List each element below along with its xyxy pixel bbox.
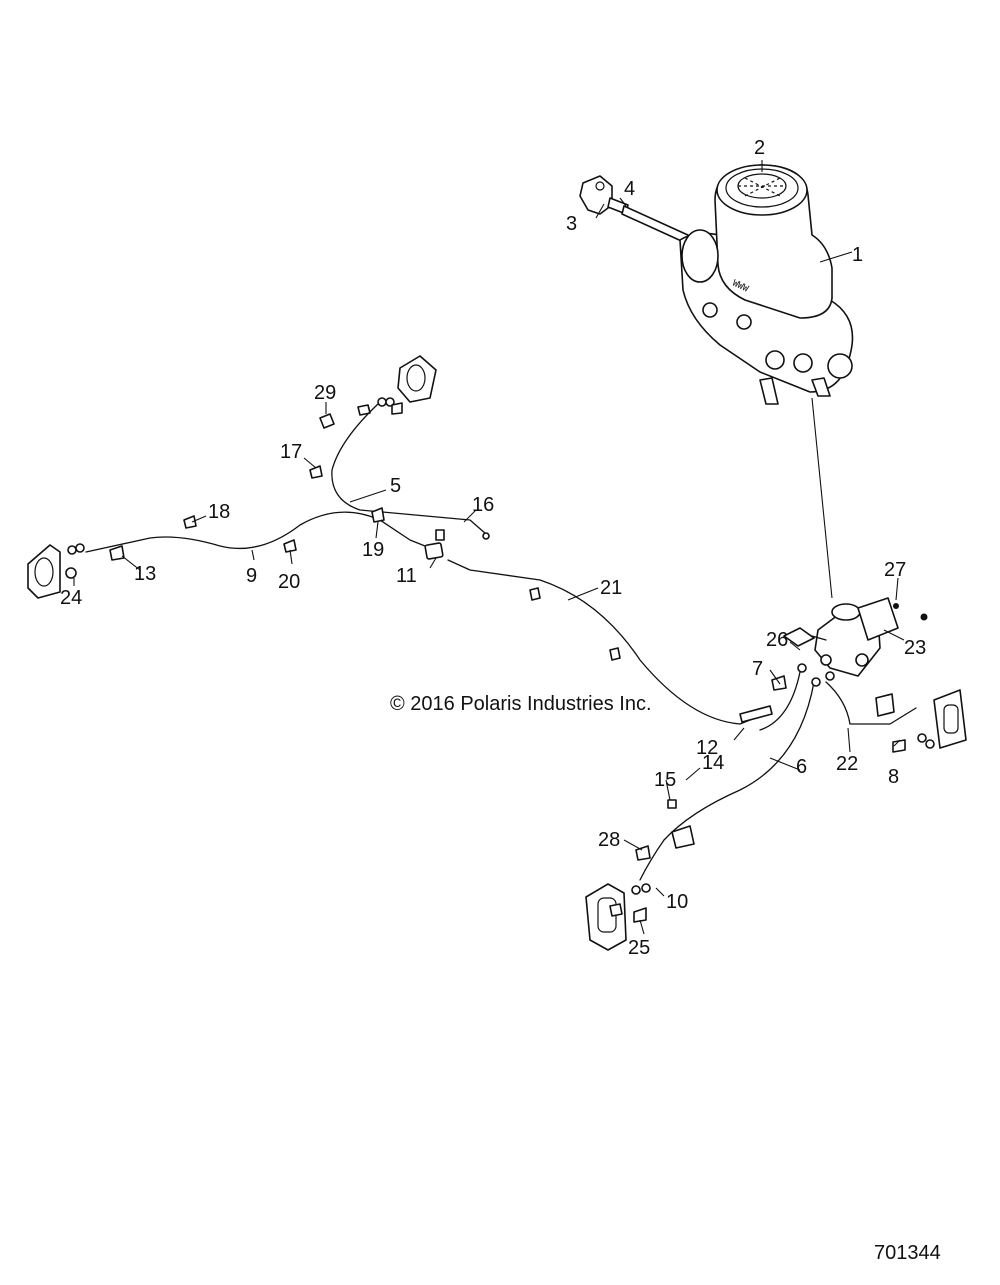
callout-24: 24 xyxy=(60,587,82,609)
callout-4: 4 xyxy=(624,178,635,200)
figure-number: 701344 xyxy=(874,1242,941,1264)
brake-lines xyxy=(85,403,917,881)
caliper-right xyxy=(892,689,967,753)
callout-21: 21 xyxy=(600,577,622,599)
callout-14: 14 xyxy=(702,752,724,774)
callout-26: 26 xyxy=(766,629,788,651)
callout-23: 23 xyxy=(904,637,926,659)
caliper-rear-upper xyxy=(357,355,437,416)
callout-16: 16 xyxy=(472,494,494,516)
callout-6: 6 xyxy=(796,756,807,778)
callout-12: 12 xyxy=(696,737,718,759)
callout-22: 22 xyxy=(836,753,858,775)
callout-19: 19 xyxy=(362,539,384,561)
callout-27: 27 xyxy=(884,559,906,581)
callout-5: 5 xyxy=(390,475,401,497)
callout-leaders xyxy=(73,160,905,935)
callout-3: 3 xyxy=(566,213,577,235)
callout-17: 17 xyxy=(280,441,302,463)
caliper-rear-lower xyxy=(585,883,651,951)
copyright-notice: © 2016 Polaris Industries Inc. xyxy=(390,693,652,715)
callout-labels: 1 2 3 4 5 6 7 8 9 10 11 12 13 14 15 16 1… xyxy=(60,137,926,959)
callout-25: 25 xyxy=(628,937,650,959)
leader-line xyxy=(811,397,833,599)
callout-1: 1 xyxy=(852,244,863,266)
callout-10: 10 xyxy=(666,891,688,913)
callout-15: 15 xyxy=(654,769,676,791)
callout-11: 11 xyxy=(396,565,417,587)
caliper-left xyxy=(27,543,85,599)
callout-28: 28 xyxy=(598,829,620,851)
callout-18: 18 xyxy=(208,501,230,523)
master-cylinder: WWW xyxy=(579,164,854,405)
proportioning-valve xyxy=(783,597,928,677)
hardware xyxy=(183,413,787,917)
callout-29: 29 xyxy=(314,382,336,404)
callout-9: 9 xyxy=(246,565,257,587)
callout-2: 2 xyxy=(754,137,765,159)
callout-7: 7 xyxy=(752,658,763,680)
callout-13: 13 xyxy=(134,563,156,585)
callout-20: 20 xyxy=(278,571,300,593)
callout-8: 8 xyxy=(888,766,899,788)
